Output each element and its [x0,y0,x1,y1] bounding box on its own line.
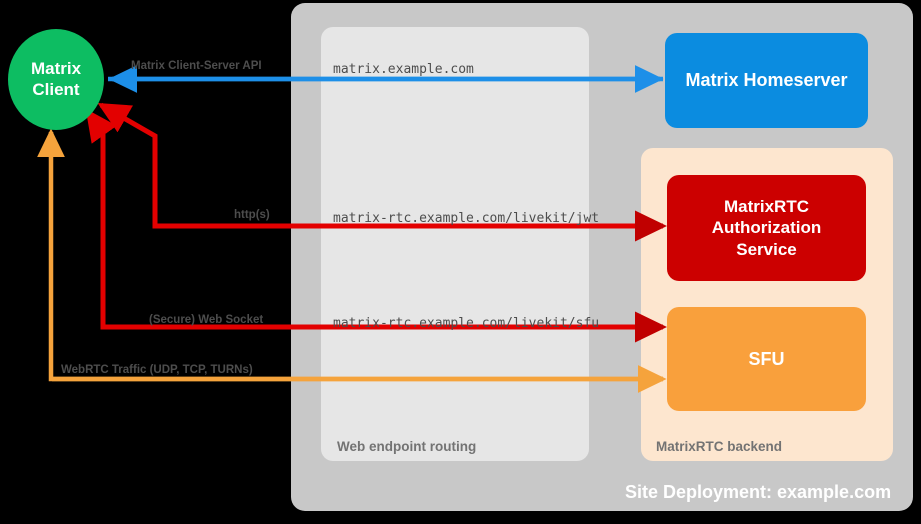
url-label-livekit-sfu: matrix-rtc.example.com/livekit/sfu [333,316,600,331]
auth-service-label-line1: MatrixRTC [723,197,809,217]
matrix-client-label-line2: Client [32,79,80,99]
arrow-secure-websocket [85,108,668,343]
caption-site-deployment: Site Deployment: example.com [625,482,892,502]
node-matrixrtc-authorization-service[interactable]: MatrixRTC Authorization Service [667,175,866,281]
matrix-client-label-line1: Matrix [30,59,82,79]
matrix-homeserver-label: Matrix Homeserver [685,70,848,90]
arrow-webrtc-traffic [37,128,667,393]
edge-label-client-server-api: Matrix Client-Server API [131,60,262,72]
node-matrix-client[interactable]: Matrix Client [8,29,104,130]
caption-matrixrtc-backend: MatrixRTC backend [656,439,783,454]
auth-service-label-line3: Service [736,239,797,259]
arrow-jwt-request [97,102,668,242]
sfu-label: SFU [748,348,785,369]
url-label-livekit-jwt: matrix-rtc.example.com/livekit/jwt [333,211,600,226]
caption-web-endpoint-routing: Web endpoint routing [337,439,477,454]
node-matrix-homeserver[interactable]: Matrix Homeserver [665,33,868,128]
node-sfu[interactable]: SFU [667,307,866,411]
auth-service-label-line2: Authorization [711,218,822,238]
web-endpoint-routing-panel [321,27,589,461]
url-label-matrix-example-com: matrix.example.com [333,62,474,77]
edge-label-webrtc-traffic: WebRTC Traffic (UDP, TCP, TURNs) [61,364,253,376]
edge-label-https: http(s) [234,209,270,221]
edge-label-secure-websocket: (Secure) Web Socket [149,314,264,326]
